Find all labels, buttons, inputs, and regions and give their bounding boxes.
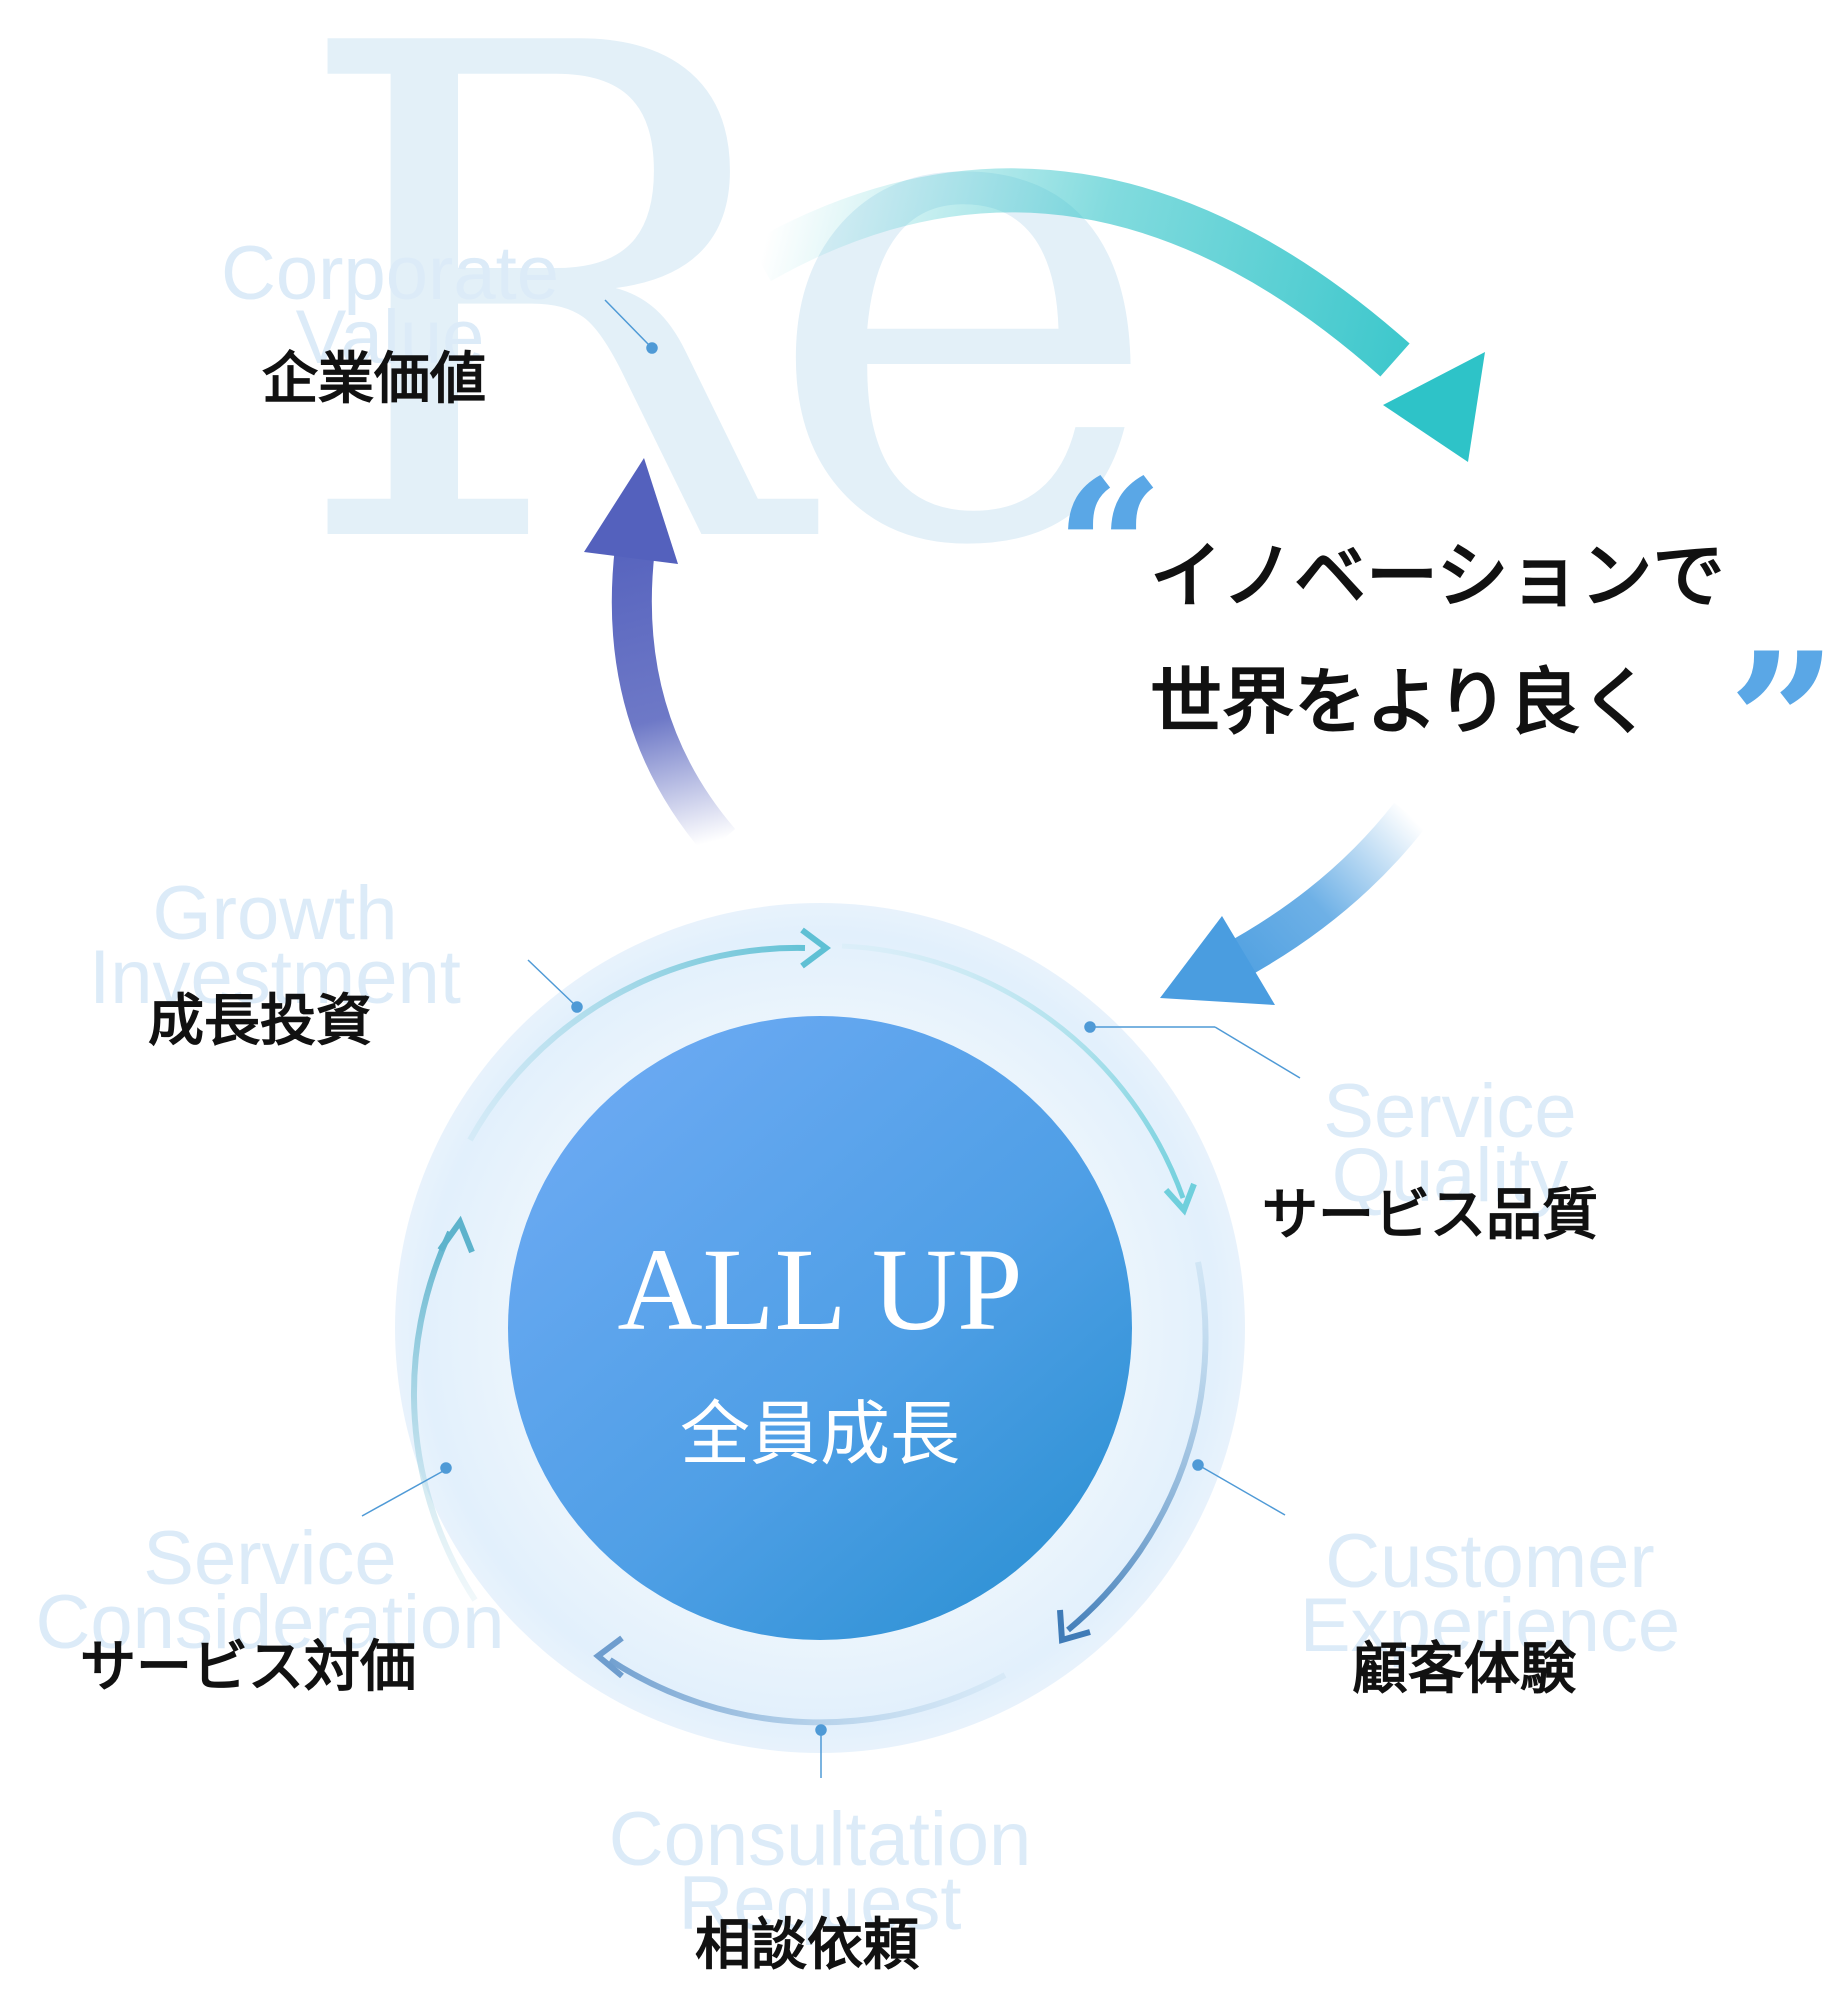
center-subtitle: 全員成長 — [680, 1393, 960, 1475]
open-quote-mark: “ — [1055, 438, 1165, 661]
arc-arrowhead-top — [800, 927, 831, 969]
tagline-line-1: イノベーションで — [1150, 534, 1725, 618]
teal-cycle-arrow — [749, 168, 1410, 377]
blue-arrowhead-icon — [1160, 916, 1275, 1005]
cycle-arc-top-left — [467, 944, 806, 1142]
teal-arrowhead-icon — [1383, 352, 1485, 462]
node-corporate-value-en: Corporate Value — [221, 231, 559, 380]
close-quote-mark: ” — [1728, 611, 1838, 834]
arc-arrowhead-right-top — [1163, 1182, 1197, 1216]
node-corporate-value-jp: 企業価値 — [262, 347, 486, 412]
tagline-line-2: 世界をより良く — [1150, 660, 1653, 744]
background-re-letters: Re — [290, 0, 1164, 695]
cycle-arc-left — [411, 1230, 478, 1602]
arc-arrowhead-left — [437, 1215, 475, 1254]
indigo-arrowhead-icon — [584, 458, 678, 564]
cycle-arc-bottom — [608, 1657, 1007, 1726]
cycle-arc-right-bottom — [1066, 1261, 1209, 1633]
node-customer-experience-en: Customer Experience — [1299, 1519, 1681, 1668]
indigo-cycle-arrow — [611, 545, 736, 856]
node-customer-experience-jp: 顧客体験 — [1352, 1637, 1576, 1702]
leader-lines — [361, 299, 1301, 1778]
node-service-consideration-jp: サービス対価 — [80, 1635, 416, 1700]
center-title: ALL UP — [617, 1224, 1023, 1355]
blue-cycle-arrow — [1218, 802, 1426, 983]
node-service-consideration-en: Service Consideration — [35, 1516, 505, 1665]
node-service-quality-en: Service Quality — [1323, 1069, 1577, 1218]
arc-arrowhead-bottom — [593, 1635, 624, 1679]
node-growth-investment-en: Growth Investment — [89, 871, 461, 1020]
node-service-quality-jp: サービス品質 — [1262, 1183, 1598, 1248]
cycle-arc-right-top — [841, 943, 1186, 1199]
node-consultation-request-en: Consultation Request — [608, 1797, 1032, 1946]
node-growth-investment-jp: 成長投資 — [148, 989, 372, 1054]
arc-arrowhead-right-bottom — [1057, 1609, 1091, 1644]
center-circle — [508, 1016, 1132, 1640]
node-consultation-request-jp: 相談依頼 — [695, 1913, 919, 1978]
